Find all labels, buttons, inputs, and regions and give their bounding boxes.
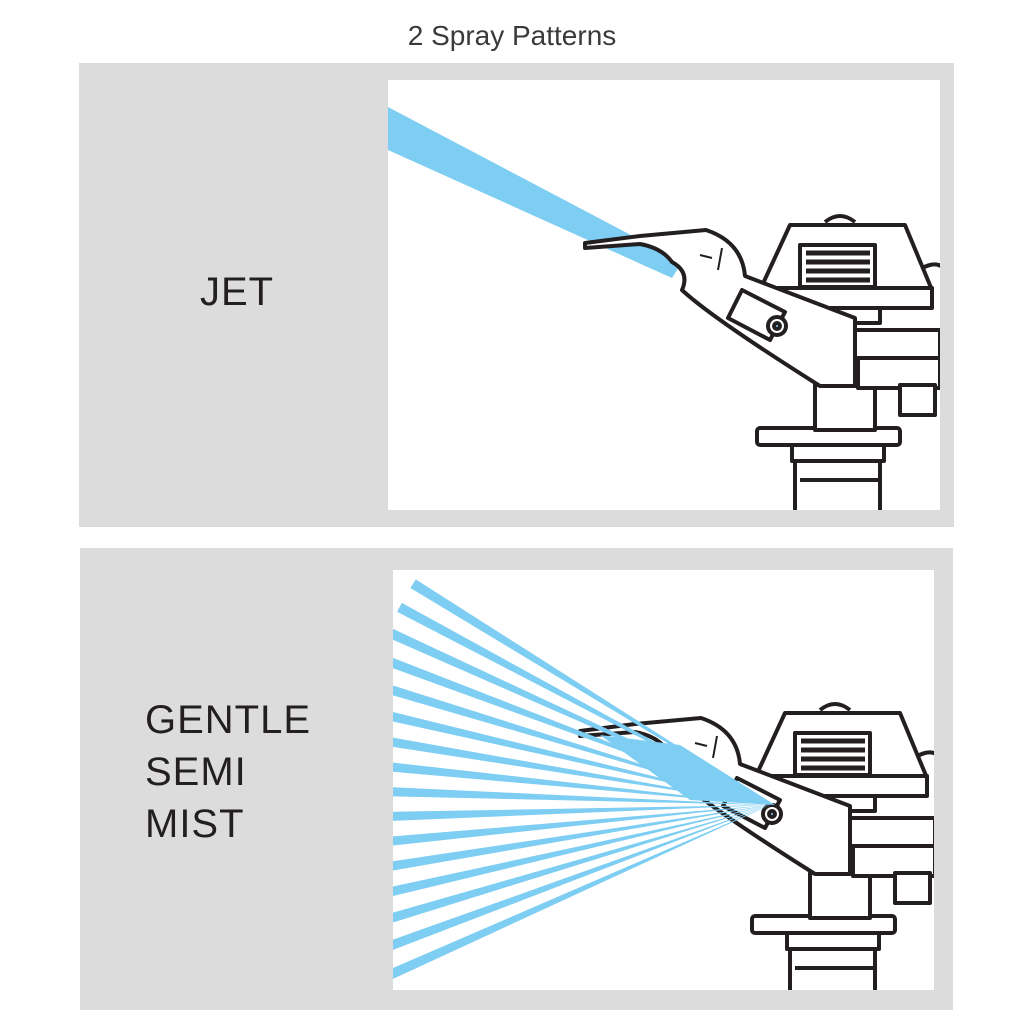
label-line: GENTLE (145, 698, 312, 742)
label-line: MIST (145, 802, 245, 846)
label-line: JET (200, 270, 275, 314)
mist-ray (393, 805, 770, 897)
mist-ray (393, 737, 770, 805)
label-line: SEMI (145, 750, 247, 794)
mist-ray (393, 805, 770, 923)
mist-ray (393, 805, 770, 846)
mist-ray (393, 787, 770, 805)
mist-ray (393, 762, 770, 805)
mist-spray (393, 579, 775, 979)
mist-ray (393, 805, 770, 821)
jet-spray (388, 107, 682, 278)
mist-ray (393, 805, 770, 979)
jet-label: JET (200, 266, 274, 318)
page-title: 2 Spray Patterns (407, 20, 617, 51)
mist-ray (393, 805, 770, 871)
mist-core (600, 735, 775, 805)
mist-label: GENTLE SEMI MIST (145, 694, 311, 850)
